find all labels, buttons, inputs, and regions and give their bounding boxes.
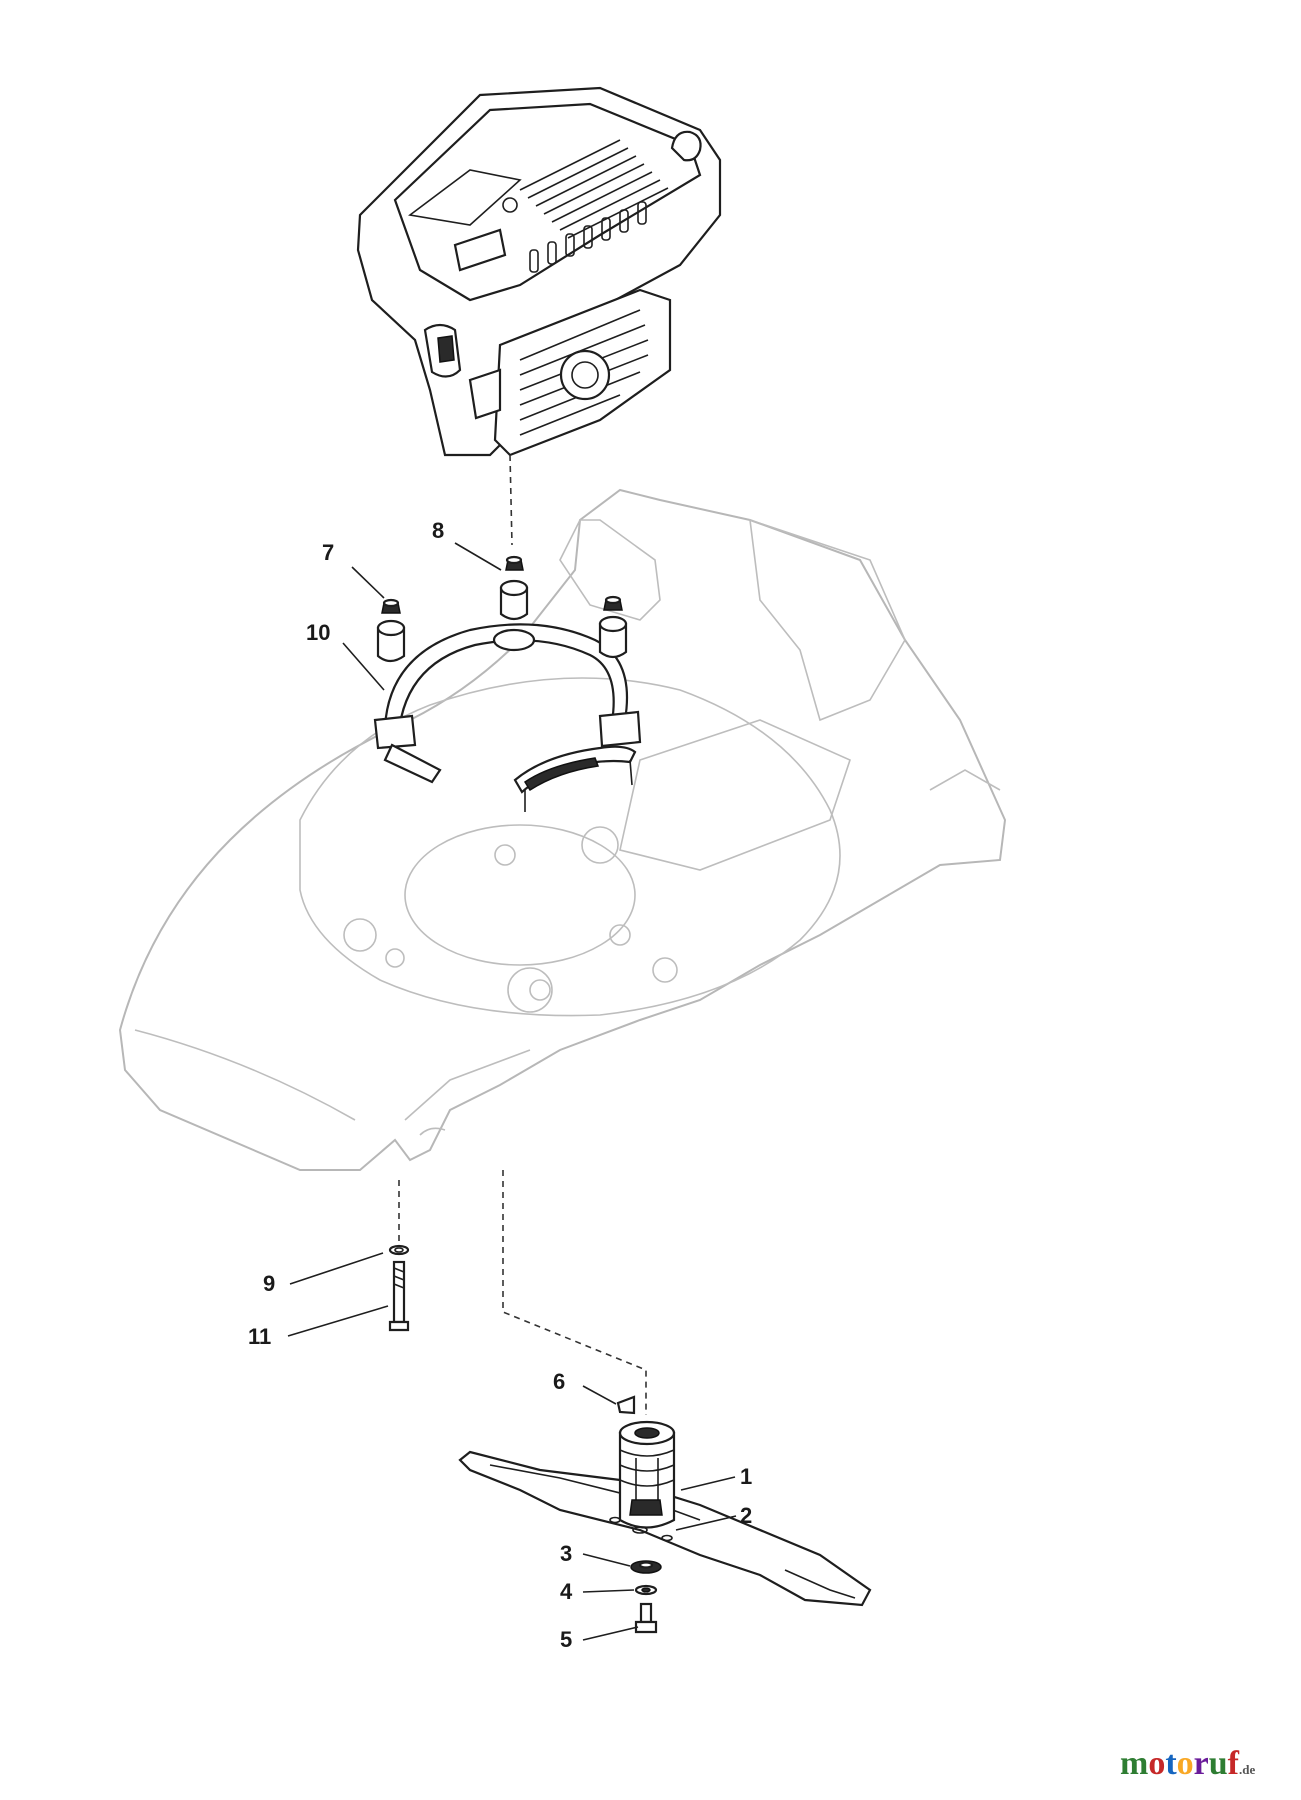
blade-bolt-5 bbox=[634, 1602, 658, 1634]
watermark-letters: motoruf bbox=[1120, 1745, 1239, 1782]
nut-right bbox=[603, 595, 623, 611]
watermark-tld: .de bbox=[1239, 1762, 1256, 1777]
leader-5 bbox=[582, 1626, 639, 1641]
leader-4 bbox=[582, 1589, 635, 1593]
leader-1 bbox=[680, 1476, 736, 1491]
callout-7: 7 bbox=[322, 540, 334, 565]
engine-mounting-ring bbox=[373, 623, 642, 812]
watermark-letter: o bbox=[1148, 1745, 1166, 1782]
engine-shaft-line bbox=[509, 454, 513, 546]
washer-3 bbox=[630, 1560, 662, 1574]
leader-10 bbox=[342, 642, 385, 691]
engine bbox=[356, 86, 722, 457]
callout-5: 5 bbox=[560, 1627, 572, 1652]
watermark-letter: u bbox=[1208, 1745, 1228, 1782]
nut-center bbox=[505, 555, 524, 571]
spring-washer-4 bbox=[634, 1584, 658, 1596]
spacer-left bbox=[376, 619, 406, 663]
watermark-letter: f bbox=[1227, 1745, 1239, 1782]
nut-left bbox=[381, 598, 401, 614]
leader-3 bbox=[582, 1553, 631, 1567]
key-6 bbox=[616, 1395, 636, 1415]
callout-2: 2 bbox=[740, 1503, 752, 1528]
blade-shaft-line bbox=[502, 1170, 647, 1415]
callout-10: 10 bbox=[306, 620, 330, 645]
callout-4: 4 bbox=[560, 1579, 573, 1604]
spacer-center bbox=[499, 579, 529, 621]
callout-11: 11 bbox=[248, 1324, 271, 1349]
blade-2 bbox=[458, 1450, 872, 1607]
leader-8 bbox=[454, 542, 502, 571]
bolt-11 bbox=[388, 1260, 410, 1332]
spacer-right bbox=[598, 615, 628, 659]
watermark-letter: m bbox=[1120, 1745, 1149, 1782]
watermark-letter: r bbox=[1193, 1745, 1209, 1782]
leader-2 bbox=[675, 1515, 737, 1531]
leader-6 bbox=[582, 1385, 617, 1405]
watermark-letter: t bbox=[1165, 1745, 1177, 1782]
mower-deck bbox=[118, 488, 1007, 1171]
leader-11 bbox=[287, 1305, 389, 1337]
callout-6: 6 bbox=[553, 1369, 565, 1394]
leader-7 bbox=[351, 566, 385, 599]
watermark-letter: o bbox=[1176, 1745, 1194, 1782]
callout-3: 3 bbox=[560, 1541, 572, 1566]
leader-9 bbox=[289, 1252, 384, 1285]
watermark-logo: motoruf.de bbox=[1120, 1745, 1255, 1783]
callout-9: 9 bbox=[263, 1271, 275, 1296]
blade-adapter-1 bbox=[618, 1420, 676, 1529]
washer-9 bbox=[388, 1244, 410, 1256]
callout-8: 8 bbox=[432, 518, 444, 543]
callout-1: 1 bbox=[740, 1464, 752, 1489]
